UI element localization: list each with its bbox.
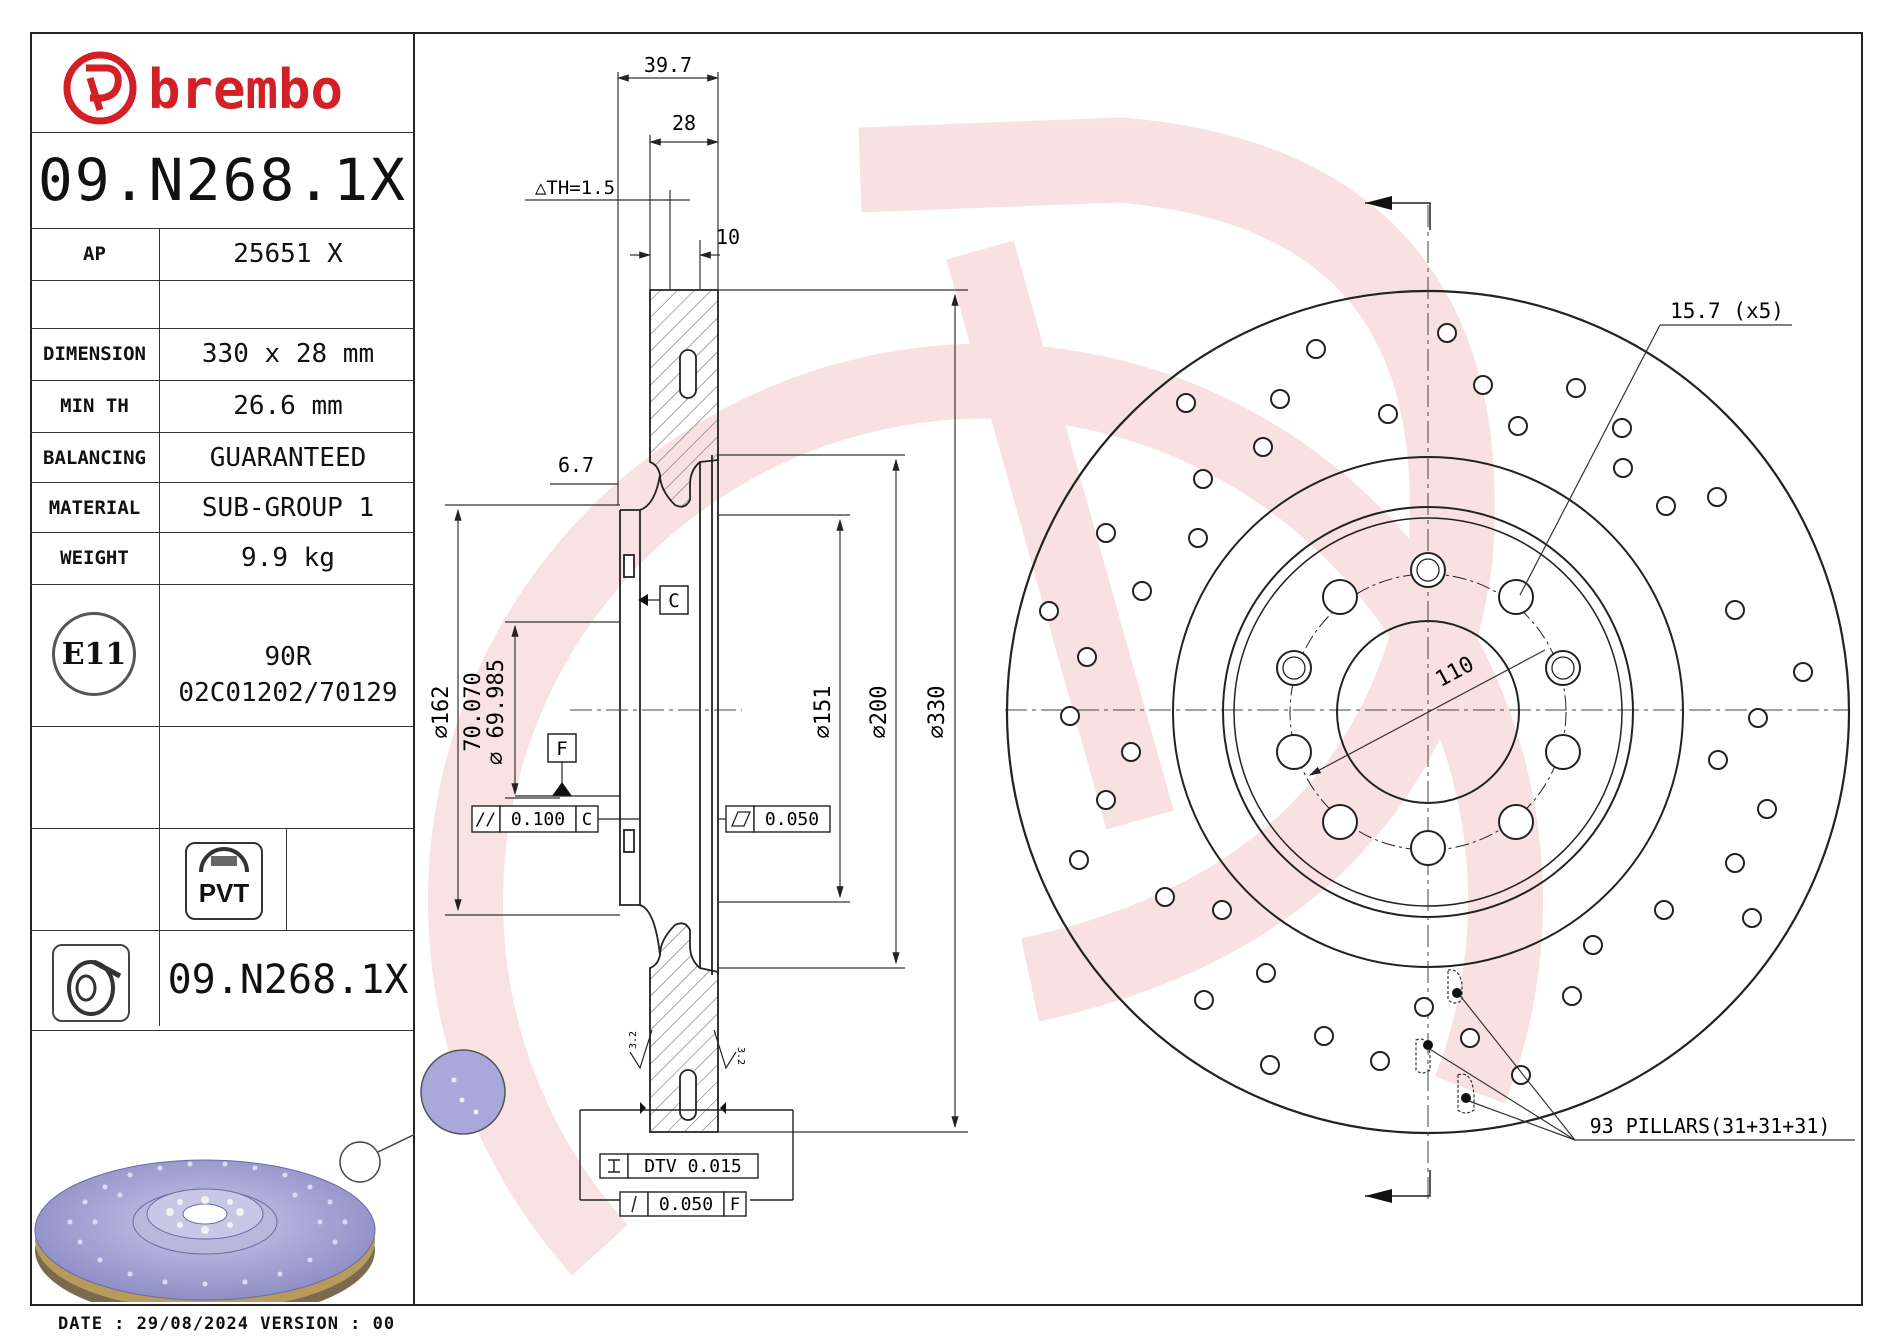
spec-value-ap: 25651 X	[233, 239, 343, 269]
parallelism-datum: C	[582, 810, 592, 830]
date-value: 29/08/2024	[136, 1314, 250, 1334]
pillars-detail	[1415, 969, 1855, 1141]
spec-value-balancing: GUARANTEED	[209, 443, 367, 473]
version-label: VERSION :	[260, 1314, 362, 1334]
dim-d330: ⌀330	[925, 686, 950, 739]
pvt-label: PVT	[198, 878, 250, 908]
spec-label-ap: AP	[83, 243, 106, 265]
hub-holes-small	[1276, 552, 1581, 866]
dim-d200: ⌀200	[867, 686, 892, 739]
datum-c-label: C	[668, 590, 679, 612]
wheel-bolt-holes	[1276, 579, 1581, 840]
parallelism-symbol: //	[476, 810, 496, 830]
dtv-text: DTV 0.015	[644, 1156, 742, 1177]
roughness-right: 3.2	[735, 1047, 746, 1065]
pvt-icon: PVT	[185, 842, 263, 920]
spec-label-balancing: BALANCING	[43, 447, 146, 469]
disc-detail-bubble	[420, 1049, 506, 1135]
dim-d162: ⌀162	[429, 686, 454, 739]
spec-value-min-th: 26.6 mm	[233, 391, 343, 421]
disc-3d-render	[34, 1133, 415, 1302]
spec-value-material: SUB-GROUP 1	[201, 493, 375, 523]
datum-f-box	[547, 733, 577, 763]
datum-c-triangle	[638, 594, 648, 606]
pcd-label: 110	[1432, 652, 1479, 693]
part-number-bottom: 09.N268.1X	[167, 957, 409, 1003]
dim-offset: 6.7	[558, 453, 594, 477]
disc-cross-section	[619, 289, 719, 1133]
disc-type-icon	[52, 944, 130, 1022]
footer-date-version: DATE : 29/08/2024 VERSION : 00	[58, 1314, 395, 1334]
spec-label-dimension: DIMENSION	[43, 343, 146, 365]
pillars-label: 93 PILLARS(31+31+31)	[1590, 1114, 1831, 1138]
dim-thickness-variation: △TH=1.5	[535, 177, 615, 199]
approval-number: 02C01202/70129	[178, 678, 398, 708]
runout-value: 0.050	[659, 1194, 713, 1215]
date-label: DATE :	[58, 1314, 126, 1334]
datum-f-label: F	[556, 738, 567, 760]
dim-thickness: 28	[672, 111, 696, 135]
approval-code: 90R	[264, 642, 312, 672]
dim-friction-ring: 10	[716, 225, 740, 249]
drawing-frame	[30, 32, 1863, 1306]
parallelism-value: 0.100	[511, 809, 565, 830]
cross-drill-holes	[1039, 323, 1813, 1085]
dim-d151: ⌀151	[811, 686, 836, 739]
part-number-title: 09.N268.1X	[37, 146, 408, 214]
flatness-icon	[731, 811, 751, 827]
holes-label: 15.7 (x5)	[1670, 299, 1784, 323]
dim-d70-upper: 70.070	[461, 672, 486, 751]
spec-label-material: MATERIAL	[48, 497, 141, 519]
roughness-left: 3.2	[628, 1031, 639, 1049]
runout-icon	[631, 1195, 637, 1213]
version-value: 00	[372, 1314, 396, 1334]
dim-d70-lower: ⌀ 69.985	[484, 659, 509, 765]
brembo-logo: brembo	[60, 48, 400, 130]
spec-value-weight: 9.9 kg	[241, 543, 335, 573]
dim-overall-width: 39.7	[644, 53, 692, 77]
brand-wordmark: brembo	[148, 58, 343, 121]
spec-value-dimension: 330 x 28 mm	[201, 339, 375, 369]
parallelism-frame	[471, 805, 599, 833]
flatness-value: 0.050	[765, 809, 819, 830]
spec-label-weight: WEIGHT	[60, 547, 129, 569]
e11-approval-mark: E11	[52, 612, 136, 696]
dtv-icon	[608, 1159, 620, 1173]
datum-c-box	[659, 585, 689, 615]
e11-text: E11	[61, 636, 127, 672]
title-block: brembo 09.N268.1X AP 25651 X DIMENSION 3…	[30, 32, 506, 1306]
flatness-frame	[725, 805, 831, 833]
spec-label-min-th: MIN TH	[60, 395, 129, 417]
runout-datum: F	[730, 1195, 740, 1215]
